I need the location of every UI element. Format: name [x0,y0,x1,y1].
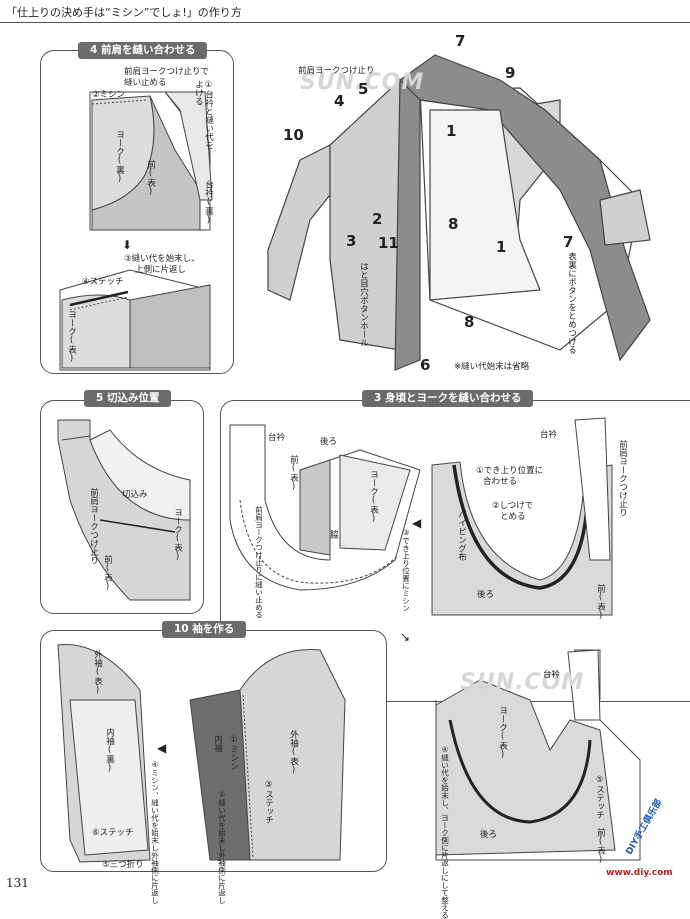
p3-daieri3: 台衿 [543,670,561,680]
p5-kiri: 切込み [122,490,148,500]
jacket-note: ※縫い代始末は省略 [454,362,530,372]
jacket-num-5: 5 [358,80,369,98]
page-number: 131 [6,876,29,890]
p3-side2: ③でき上り位置にミシン [401,528,411,612]
p3-back: 後ろ [320,437,338,447]
page-header: 「仕上りの決め手は“ミシン”でしょ!」の作り方 [6,6,242,19]
p3-right-top-drawing [431,417,613,616]
jacket-num-8a: 8 [448,215,459,233]
p10-l1: ④ミシン、縫い代を始末し外袖側に片返し [150,760,160,904]
jacket-yoke-label: 前肩ヨークつけ止り [298,66,375,76]
panel-step-5-title: 5 切込み位置 [84,390,172,407]
p3-piping: パイピング布 [456,510,467,561]
jacket-num-7a: 7 [455,32,466,50]
p3-r2: 合わせる [483,477,518,487]
p4-daieri: 台衿(裏) [203,180,214,226]
jacket-num-2: 2 [372,210,383,228]
p10-outer2: 外袖(表) [288,730,299,776]
p4-front: 前(表) [145,160,156,197]
p5-ta: 前肩ヨークつけ止り [88,488,99,565]
jacket-num-3: 3 [346,232,357,250]
p3-yoke3: ヨーク(表) [497,706,508,760]
p4-label-3: ②ミシン [92,90,126,100]
header-rule [0,22,690,23]
p3-waki: 脇 [328,530,339,539]
watermark-1: SUN.COM [300,70,425,95]
p10-inner2: 内袖 [212,735,223,752]
jacket-drawing [267,54,651,371]
p3-left-arrow: ◀ [412,516,422,530]
jacket-num-7b: 7 [563,233,574,251]
diagram-drawings [57,54,651,863]
p3-left-drawing [229,424,421,591]
p4-yoke2: ヨーク(表) [66,310,77,364]
p3-yoke: ヨーク(表) [368,470,379,524]
p10-stitch6: ⑥ステッチ [92,828,134,838]
p4-bottom-drawing [59,269,211,371]
jacket-num-1b: 1 [496,238,507,256]
p3-back3: 後ろ [480,830,498,840]
p5-front: 前(表) [102,555,113,592]
p4-top-drawing [89,91,213,231]
p4-label-1: 前肩ヨークつけ止りで [124,67,210,77]
p3-diag-arrow: ↘ [400,630,411,644]
p4-label-7: 上側に片返し [135,265,187,275]
p3-stitch: ⑤ステッチ [594,775,605,819]
p10-fold: ⑤三つ折り [102,860,144,870]
p4-label-2: 縫い止める [124,78,167,88]
p4-label-6: ③縫い代を始末し、 [124,254,200,264]
p10-m3: ③ステッチ [263,780,274,824]
p5-drawing [57,419,191,601]
p4-label-5: よける [193,80,204,106]
p10-left-arrow: ◀ [157,741,167,755]
p3-front3: 前(表) [595,828,606,865]
panel-step-4-title: 4 前肩を縫い合わせる [78,42,208,59]
p3-side1: 前肩ヨークつけ止りに縫い止める [254,506,264,619]
jacket-num-4: 4 [334,92,345,110]
p4-stitch: ④ステッチ [82,277,124,287]
p3-front2: 前(表) [595,584,606,621]
p3-back2: 後ろ [477,590,495,600]
panel-step-3-title: 3 身頃とヨークを縫い合わせる [362,390,534,407]
p10-inner: 内袖(裏) [104,728,115,774]
p10-outer: 外袖(表) [92,650,103,696]
p3-r3: ②しつけで [492,501,534,511]
p3-shoulder: 前肩ヨークつけ止り [617,440,628,517]
jacket-button2-label: 表裏にボタンをとめつける [566,252,577,354]
p4-label-4: ①台衿と縫い代を [203,80,214,150]
p3-right-bottom-drawing [435,649,641,861]
jacket-num-8b: 8 [464,313,475,331]
p3-front: 前(表) [288,455,299,492]
jacket-num-9: 9 [505,64,516,82]
jacket-num-1a: 1 [446,122,457,140]
p3-daieri2: 台衿 [540,430,558,440]
jacket-num-6: 6 [420,356,431,374]
p5-yoke: ヨーク(表) [172,508,183,562]
p3-r1: ①でき上り位置に [476,466,544,476]
p4-down-arrow: ⬇ [122,238,133,252]
jacket-num-10: 10 [283,126,304,144]
p3-daieri: 台衿 [268,433,286,443]
p3-r4: とめる [500,512,526,522]
p4-yoke: ヨーク(裏) [114,130,125,184]
p3-r5: ④縫い代を始末し、ヨーク側に片返しにして整える [440,745,450,919]
watermark-2: SUN.COM [460,670,585,695]
panel-step-10-title: 10 袖を作る [162,621,247,638]
brand-url: www.diy.com [606,868,673,878]
jacket-num-11: 11 [378,234,399,252]
p10-drawings [57,644,346,863]
p10-m2: ②縫い代を始末し外袖側に片返し [217,790,227,904]
jacket-button-label: はと目穴ボタンホール [358,262,369,347]
p10-m1: ①ミシン [228,735,239,771]
